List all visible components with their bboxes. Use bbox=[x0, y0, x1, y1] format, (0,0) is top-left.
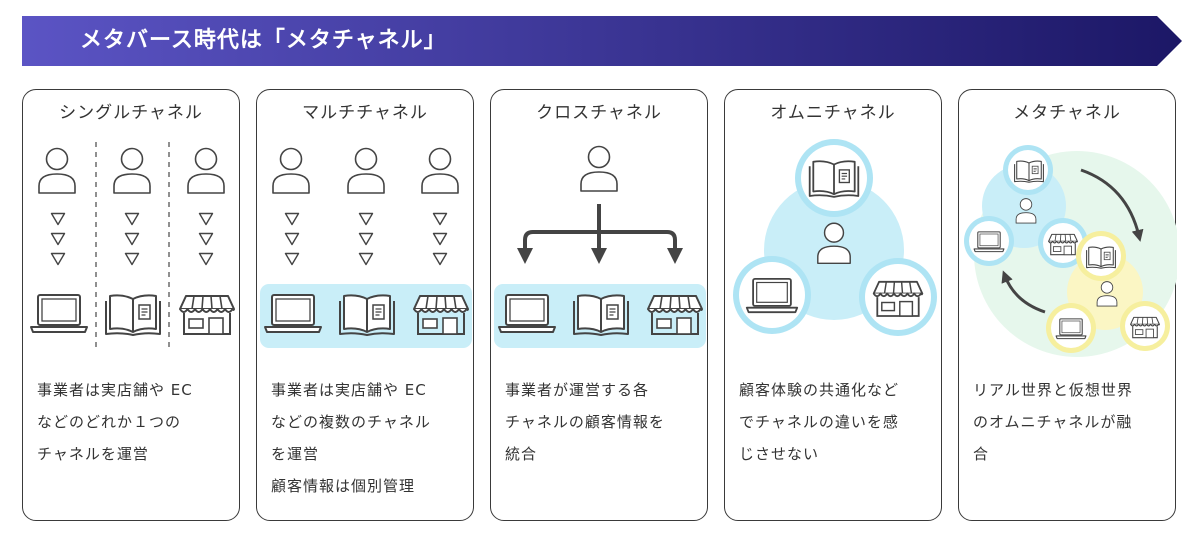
store-icon bbox=[179, 295, 235, 335]
card-meta-channel: メタチャネル リアル世界と仮想世界 のオムニチャネルが融 合 bbox=[958, 89, 1177, 521]
card-multi-channel: マルチチャネル 事業者は実店舗や EC などの複数のチャネル を運営 顧客情報は… bbox=[256, 89, 474, 521]
down-triangle-icon bbox=[432, 252, 448, 266]
laptop-icon bbox=[745, 277, 799, 314]
desc-line: でチャネルの違いを感 bbox=[739, 413, 899, 431]
down-triangle-icon bbox=[284, 232, 300, 246]
person-icon bbox=[187, 147, 225, 194]
card-cross-channel: クロスチャネル 事業者が運営する各 チャネルの顧客情報を 統合 bbox=[490, 89, 708, 521]
book-icon bbox=[1086, 246, 1116, 269]
desc-line: などの複数のチャネル bbox=[271, 413, 431, 431]
laptop-icon bbox=[30, 294, 88, 333]
card-description: リアル世界と仮想世界 のオムニチャネルが融 合 bbox=[973, 374, 1167, 470]
down-triangle-icon bbox=[50, 252, 66, 266]
book-icon bbox=[105, 294, 161, 336]
person-icon bbox=[421, 147, 459, 194]
card-description: 事業者が運営する各 チャネルの顧客情報を 統合 bbox=[505, 374, 699, 470]
curved-arrow-icon bbox=[1080, 168, 1144, 242]
desc-line: じさせない bbox=[739, 445, 820, 463]
card-title: メタチャネル bbox=[1013, 103, 1121, 123]
banner-shape bbox=[22, 16, 1182, 66]
laptop-icon bbox=[264, 294, 322, 333]
card-description: 事業者は実店舗や EC などのどれか１つの チャネルを運営 bbox=[37, 374, 231, 470]
book-icon bbox=[1014, 160, 1044, 183]
down-triangle-icon bbox=[432, 232, 448, 246]
person-icon bbox=[347, 147, 385, 194]
desc-line: などのどれか１つの bbox=[37, 413, 182, 431]
meta-channel-diagram bbox=[964, 145, 1177, 357]
down-triangle-icon bbox=[198, 232, 214, 246]
cross-channel-diagram bbox=[494, 145, 706, 348]
card-title: マルチチャネル bbox=[302, 103, 428, 123]
title-banner: メタバース時代は「メタチャネル」 bbox=[22, 16, 1182, 66]
book-icon bbox=[808, 160, 860, 198]
card-omni-channel: オムニチャネル 顧客体験の共通化など でチャネルの違いを感 じさせない bbox=[724, 89, 942, 521]
down-triangle-icon bbox=[358, 252, 374, 266]
down-triangle-icon bbox=[284, 212, 300, 226]
card-description: 顧客体験の共通化など でチャネルの違いを感 じさせない bbox=[739, 374, 933, 470]
desc-line: 統合 bbox=[505, 445, 538, 463]
card-title: シングルチャネル bbox=[59, 103, 203, 123]
down-triangle-icon bbox=[358, 212, 374, 226]
banner-title: メタバース時代は「メタチャネル」 bbox=[80, 28, 447, 53]
down-triangle-icon bbox=[124, 212, 140, 226]
desc-line: を運営 bbox=[271, 445, 320, 463]
down-triangle-icon bbox=[124, 232, 140, 246]
person-icon bbox=[113, 147, 151, 194]
desc-line: 合 bbox=[973, 445, 990, 463]
down-triangle-icon bbox=[50, 232, 66, 246]
curved-arrow-icon bbox=[1001, 270, 1046, 314]
desc-line: 事業者は実店舗や EC bbox=[37, 381, 193, 399]
down-triangle-icon bbox=[50, 212, 66, 226]
down-triangle-icon bbox=[358, 232, 374, 246]
down-triangle-icon bbox=[124, 252, 140, 266]
card-title: クロスチャネル bbox=[536, 103, 662, 123]
card-title: オムニチャネル bbox=[770, 103, 896, 123]
desc-line: リアル世界と仮想世界 bbox=[973, 381, 1133, 399]
laptop-icon bbox=[1055, 318, 1087, 340]
card-description: 事業者は実店舗や EC などの複数のチャネル を運営 顧客情報は個別管理 bbox=[271, 374, 465, 502]
desc-line: 顧客体験の共通化など bbox=[739, 381, 900, 399]
desc-line: 顧客情報は個別管理 bbox=[271, 477, 416, 495]
down-triangle-icon bbox=[198, 252, 214, 266]
omni-channel-diagram bbox=[733, 139, 937, 336]
down-triangle-icon bbox=[284, 252, 300, 266]
laptop-icon bbox=[498, 294, 556, 333]
person-icon bbox=[272, 147, 310, 194]
down-triangle-icon bbox=[432, 212, 448, 226]
down-triangle-icon bbox=[198, 212, 214, 226]
desc-line: 事業者が運営する各 bbox=[505, 381, 650, 399]
desc-line: 事業者は実店舗や EC bbox=[271, 381, 427, 399]
book-icon bbox=[339, 294, 395, 336]
desc-line: チャネルを運営 bbox=[37, 445, 149, 463]
laptop-icon bbox=[973, 231, 1005, 253]
single-channel-diagram bbox=[30, 142, 235, 348]
branching-arrows bbox=[517, 204, 683, 264]
card-single-channel: シングルチャネル 事業者は実店舗や EC などのどれか１つの チャネルを運営 bbox=[22, 89, 240, 521]
multi-channel-diagram bbox=[260, 147, 472, 348]
desc-line: のオムニチャネルが融 bbox=[973, 413, 1133, 431]
book-icon bbox=[573, 294, 629, 336]
person-icon bbox=[38, 147, 76, 194]
person-icon bbox=[580, 145, 618, 192]
desc-line: チャネルの顧客情報を bbox=[505, 413, 665, 431]
